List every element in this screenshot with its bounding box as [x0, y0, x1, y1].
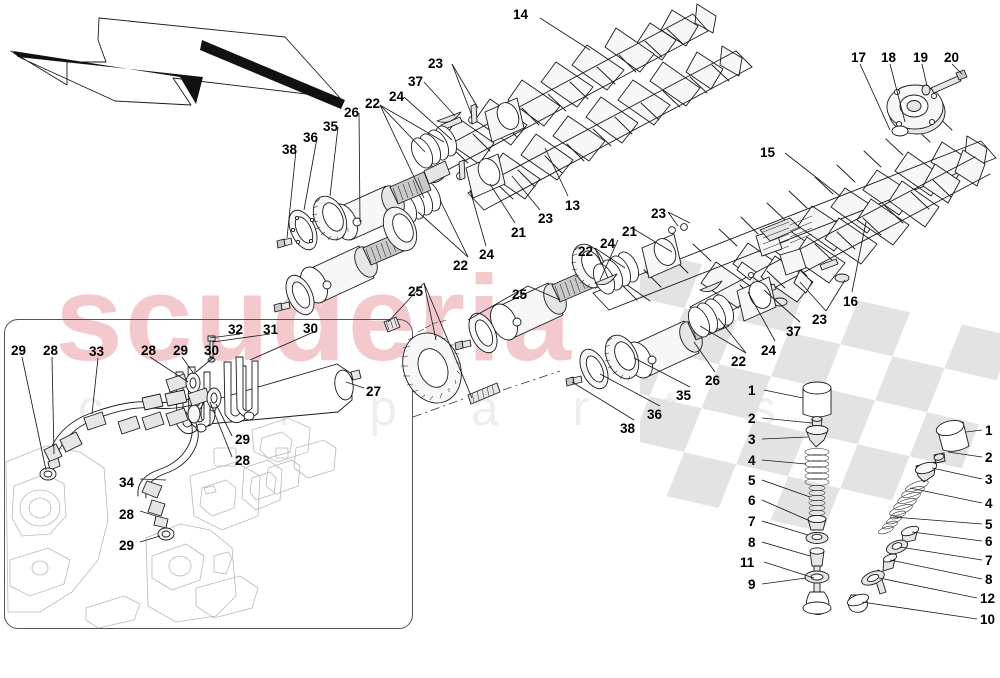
- callout-4: 4: [985, 496, 993, 511]
- callout-23: 23: [812, 312, 828, 327]
- callout-37: 37: [408, 74, 424, 89]
- callout-26: 26: [705, 373, 721, 388]
- callout-13: 13: [565, 198, 581, 213]
- callout-30: 30: [204, 343, 220, 358]
- callout-38: 38: [620, 421, 636, 436]
- callout-15: 15: [760, 145, 776, 160]
- callout-23: 23: [538, 211, 554, 226]
- inset-detail-panel-border: [4, 319, 413, 629]
- callout-28: 28: [141, 343, 157, 358]
- callout-20: 20: [944, 50, 960, 65]
- callout-26: 26: [344, 105, 360, 120]
- callout-18: 18: [881, 50, 897, 65]
- callout-24: 24: [479, 247, 495, 262]
- callout-24: 24: [600, 236, 616, 251]
- ring-stack-lower-22: [394, 180, 442, 224]
- variator-hub-lower-middle: [273, 206, 418, 316]
- callout-1: 1: [748, 383, 756, 398]
- callout-16: 16: [843, 294, 859, 309]
- callout-28: 28: [43, 343, 59, 358]
- direction-arrow-icon: [10, 17, 345, 109]
- callout-33: 33: [89, 344, 105, 359]
- callout-25: 25: [408, 284, 424, 299]
- callout-19: 19: [913, 50, 929, 65]
- callout-22: 22: [453, 258, 469, 273]
- callout-31: 31: [263, 322, 279, 337]
- variator-hub-26-upper: [276, 160, 451, 251]
- ring-stack-right-22: [592, 223, 688, 295]
- callout-3: 3: [748, 432, 756, 447]
- callout-21: 21: [622, 224, 638, 239]
- callout-5: 5: [748, 473, 756, 488]
- callout-36: 36: [647, 407, 663, 422]
- camshaft-13: [467, 45, 753, 211]
- callout-23: 23: [651, 206, 667, 221]
- bearing-cap-group-upper: [436, 97, 525, 143]
- callout-24: 24: [389, 89, 405, 104]
- callout-21: 21: [511, 225, 527, 240]
- callout-8: 8: [985, 572, 993, 587]
- callout-29: 29: [235, 432, 251, 447]
- callout-7: 7: [985, 553, 993, 568]
- ring-stack-right2-22: [687, 271, 777, 338]
- callout-14: 14: [513, 7, 529, 22]
- callout-2: 2: [985, 450, 993, 465]
- callout-12: 12: [980, 591, 996, 606]
- callout-36: 36: [303, 130, 319, 145]
- callout-5: 5: [985, 517, 993, 532]
- callout-25: 25: [512, 287, 528, 302]
- callout-34: 34: [119, 475, 135, 490]
- callout-28: 28: [235, 453, 251, 468]
- callout-1: 1: [985, 423, 993, 438]
- callout-35: 35: [676, 388, 692, 403]
- callout-8: 8: [748, 535, 756, 550]
- callout-3: 3: [985, 472, 993, 487]
- callout-6: 6: [748, 493, 756, 508]
- callout-37: 37: [786, 324, 802, 339]
- callout-11: 11: [740, 555, 755, 570]
- valve-spring-inner-5: [808, 485, 826, 516]
- callout-29: 29: [173, 343, 189, 358]
- valve-assembly-right: [846, 419, 970, 613]
- callout-22: 22: [731, 354, 747, 369]
- callout-30: 30: [303, 321, 319, 336]
- callout-23: 23: [428, 56, 444, 71]
- callout-22: 22: [365, 96, 381, 111]
- callout-29: 29: [11, 343, 27, 358]
- callout-4: 4: [748, 453, 756, 468]
- callout-32: 32: [228, 322, 244, 337]
- callout-22: 22: [578, 244, 594, 259]
- valve-assembly-left: [802, 381, 832, 615]
- callout-28: 28: [119, 507, 135, 522]
- callout-24: 24: [761, 343, 777, 358]
- ring-stack-upper-22: [410, 125, 458, 169]
- callout-6: 6: [985, 534, 993, 549]
- callout-27: 27: [366, 384, 382, 399]
- callout-35: 35: [323, 119, 339, 134]
- callout-2: 2: [748, 411, 756, 426]
- callout-9: 9: [748, 577, 756, 592]
- rocker-group-right: [736, 215, 850, 307]
- bearing-cap-group-lower: [425, 153, 506, 199]
- callout-7: 7: [748, 514, 756, 529]
- valve-spring-inner-5-right: [878, 510, 906, 535]
- callout-17: 17: [851, 50, 867, 65]
- callout-38: 38: [282, 142, 298, 157]
- camshaft-14: [423, 3, 717, 175]
- callout-10: 10: [980, 612, 996, 627]
- checkered-flag-graphic: [640, 252, 1000, 530]
- callout-29: 29: [119, 538, 135, 553]
- variator-assembly-17-20: [886, 69, 968, 137]
- valve-spring-outer-4-right: [889, 480, 929, 516]
- valve-spring-outer-4: [804, 448, 830, 486]
